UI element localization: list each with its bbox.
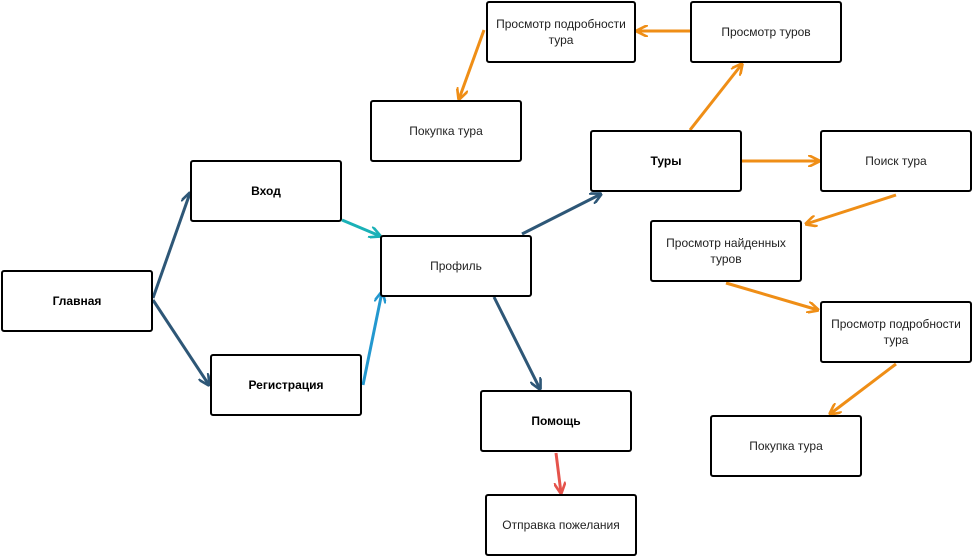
node-main-label: Главная — [52, 294, 102, 308]
node-tour-details-top-label: Просмотр подробности тура — [496, 17, 626, 47]
node-send-wish-label: Отправка пожелания — [502, 518, 620, 532]
node-main[interactable]: Главная — [1, 270, 153, 332]
node-found-tours-label: Просмотр найденных туров — [666, 236, 786, 266]
edge-tour-details-right-to-buy-tour-right — [830, 362, 897, 414]
node-search-tour-label: Поиск тура — [865, 154, 927, 168]
node-view-tours-label: Просмотр туров — [721, 25, 811, 39]
edge-registration-to-profile — [361, 292, 382, 386]
edge-tour-details-top-to-buy-tour-top — [459, 29, 486, 99]
edge-login-to-profile — [341, 218, 380, 236]
edge-tours-to-view-tours — [688, 64, 742, 131]
node-found-tours[interactable]: Просмотр найденных туров — [650, 220, 802, 282]
node-tour-details-right-label: Просмотр подробности тура — [831, 317, 961, 347]
node-buy-tour-top-label: Покупка тура — [409, 124, 483, 138]
node-tour-details-right[interactable]: Просмотр подробности тура — [820, 301, 972, 363]
node-send-wish[interactable]: Отправка пожелания — [485, 494, 637, 556]
node-login-label: Вход — [251, 184, 281, 198]
node-registration-label: Регистрация — [248, 378, 324, 392]
node-search-tour[interactable]: Поиск тура — [820, 130, 972, 192]
node-buy-tour-right-label: Покупка тура — [749, 439, 823, 453]
edge-profile-to-help — [492, 296, 540, 389]
node-buy-tour-top[interactable]: Покупка тура — [370, 100, 522, 162]
node-view-tours[interactable]: Просмотр туров — [690, 1, 842, 63]
edge-help-to-send-wish — [556, 452, 561, 493]
node-login[interactable]: Вход — [190, 160, 342, 222]
edge-found-tours-to-tour-details-right — [725, 281, 818, 310]
node-tours-label: Туры — [650, 154, 682, 168]
node-help[interactable]: Помощь — [480, 390, 632, 452]
node-buy-tour-right[interactable]: Покупка тура — [710, 415, 862, 477]
edge-main-to-registration — [151, 299, 209, 385]
edge-search-tour-to-found-tours — [806, 193, 897, 224]
node-help-label: Помощь — [531, 414, 581, 428]
node-profile-label: Профиль — [430, 259, 482, 273]
node-profile[interactable]: Профиль — [380, 235, 532, 297]
node-tour-details-top[interactable]: Просмотр подробности тура — [486, 1, 636, 63]
node-tours[interactable]: Туры — [590, 130, 742, 192]
edge-main-to-login — [151, 193, 190, 299]
edge-profile-to-tours — [521, 194, 601, 236]
node-registration[interactable]: Регистрация — [210, 354, 362, 416]
